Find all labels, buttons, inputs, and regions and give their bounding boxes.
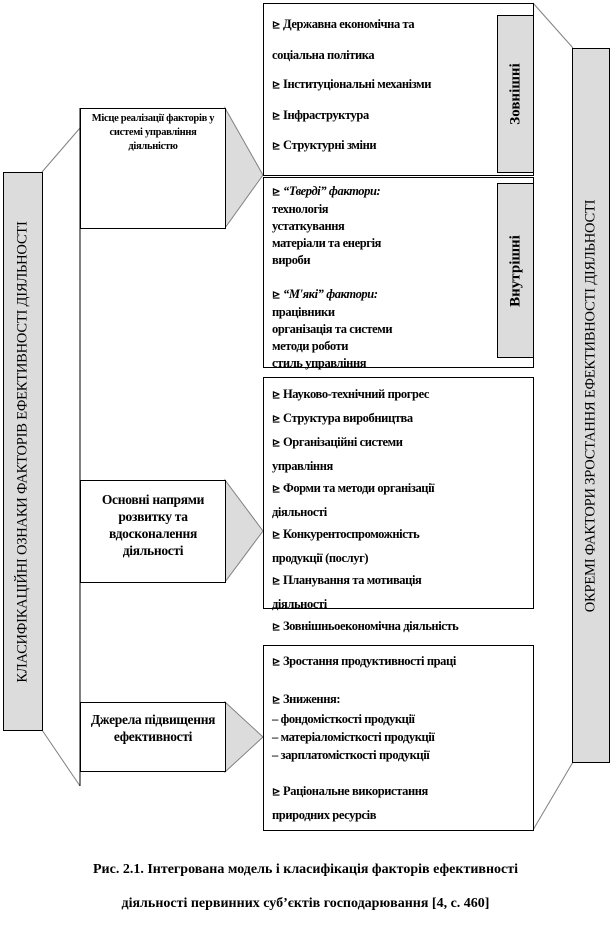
list-item: стиль управління [272,356,367,370]
list-item: ⊵Зовнішньоекономічна діяльність [272,619,459,633]
left-connector-top [41,127,81,173]
list-item: устаткування [272,219,345,233]
list-item: ⊵Форми та методи організації [272,481,435,495]
right-connector-bottom [532,761,574,831]
arrow-2 [224,478,264,584]
external-tab: Зовнішні [497,15,534,173]
internal-factors-box: ⊵“Тверді” фактори: технологія устаткуван… [263,177,534,370]
list-item: ⊵Організаційні системи [272,435,403,449]
list-item: методи роботи [272,339,349,353]
list-item: ⊵Структурні зміни [272,138,377,152]
list-item: ⊵Зростання продуктивності праці [272,654,456,668]
list-item: організація та системи [272,322,393,336]
list-item: ⊵Раціональне використання [272,784,428,798]
list-item: ⊵Інституціональні механізми [272,77,432,91]
right-bar-text: ОКРЕМІ ФАКТОРИ ЗРОСТАННЯ ЕФЕКТИВНОСТІ ДІ… [582,199,599,612]
right-connector-top [532,2,574,49]
list-item: вироби [272,253,311,267]
category-box-directions: Основні напрями розвитку та вдосконаленн… [80,480,226,583]
list-item: – фондомісткості продукції [272,712,415,726]
sources-box: ⊵Зростання продуктивності праці ⊵Зниженн… [263,645,534,831]
list-item: діяльності [272,505,327,519]
category-label: Основні напрями розвитку та вдосконаленн… [101,492,205,558]
caption-prefix: Рис. 2.1. [92,862,144,877]
list-item: ⊵“М'які” фактори: [272,287,378,301]
external-tab-label: Зовнішні [507,63,523,125]
directions-box: ⊵Науково-технічний прогрес ⊵Структура ви… [263,377,534,633]
arrow-1 [224,106,264,230]
category-label: Джерела підвищення ефективності [90,712,216,744]
list-item: ⊵Зниження: [272,692,341,706]
arrow-3 [224,700,264,774]
category-box-place: Місце реалізації факторів у системі упра… [80,108,226,229]
caption-line1: Інтегрована модель і класифікація фактор… [143,862,518,877]
figure-caption: Рис. 2.1. Інтегрована модель і класифіка… [0,853,611,921]
internal-tab: Внутрішні [497,183,534,358]
list-item: природних ресурсів [272,808,377,822]
list-item: ⊵Планування та мотивація [272,573,422,587]
list-item: продукції (послуг) [272,551,369,565]
list-item: технологія [272,202,329,216]
list-item: матеріали та енергія [272,236,381,250]
category-label: Місце реалізації факторів у системі упра… [91,113,215,152]
list-item: ⊵Інфраструктура [272,107,369,122]
list-item: працівники [272,305,335,319]
list-item: – матеріаломісткості продукції [272,730,435,744]
category-box-sources: Джерела підвищення ефективності [80,702,226,772]
list-item: ⊵Науково-технічний прогрес [272,387,430,401]
left-bar-text: КЛАСИФІКАЦІЙНІ ОЗНАКИ ФАКТОРІВ ЕФЕКТИВНО… [14,220,31,683]
left-connector-bottom [41,729,81,787]
list-item: діяльності [272,597,327,611]
caption-line2: діяльності первинних суб’єктів господарю… [121,896,490,911]
external-factors-box: ⊵Державна економічна та соціальна політи… [263,3,534,176]
left-bar: КЛАСИФІКАЦІЙНІ ОЗНАКИ ФАКТОРІВ ЕФЕКТИВНО… [3,172,43,731]
list-item: – зарплатомісткості продукції [272,748,430,762]
list-item: ⊵“Тверді” фактори: [272,184,381,198]
right-bar: ОКРЕМІ ФАКТОРИ ЗРОСТАННЯ ЕФЕКТИВНОСТІ ДІ… [572,48,610,763]
list-item: ⊵Конкурентоспроможність [272,527,420,541]
list-item: соціальна політика [272,47,375,62]
list-item: управління [272,459,333,473]
list-item: ⊵Державна економічна та [272,17,415,31]
internal-tab-label: Внутрішні [507,234,523,307]
list-item: ⊵Структура виробництва [272,411,413,425]
